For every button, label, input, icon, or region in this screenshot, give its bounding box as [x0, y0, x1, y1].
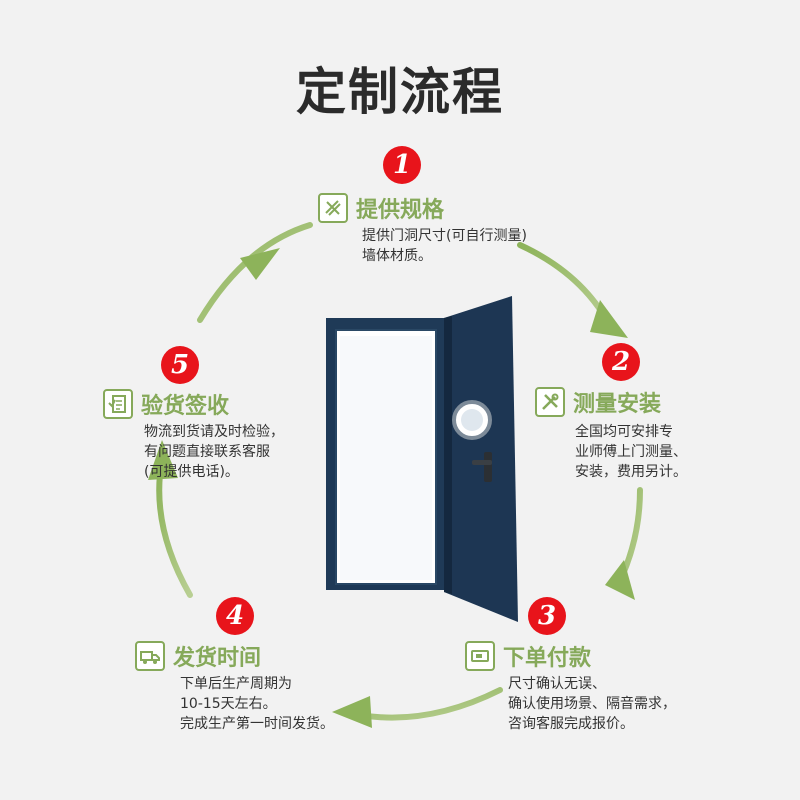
step-2-line-1: 全国均可安排专	[575, 424, 673, 440]
step-5-line-1: 物流到货请及时检验，	[144, 424, 284, 440]
arrowhead-3	[605, 560, 635, 600]
step-3-line-2: 确认使用场景、隔音需求，	[508, 696, 676, 712]
step-4-heading: 发货时间	[135, 640, 261, 672]
wrench-tools-icon	[535, 387, 565, 417]
page-title: 定制流程	[296, 63, 504, 121]
step-5-heading: 验货签收	[103, 388, 229, 420]
step-4-title: 发货时间	[173, 646, 262, 671]
step-4-line-1: 下单后生产周期为	[180, 676, 292, 692]
step-5-line-2: 有问题直接联系客服	[144, 444, 270, 460]
step-2-description: 全国均可安排专 业师傅上门测量、 安装，费用另计。	[575, 422, 687, 482]
step-1-title: 提供规格	[356, 198, 445, 223]
receipt-check-icon	[103, 389, 133, 419]
step-3-line-1: 尺寸确认无误、	[508, 676, 606, 692]
step-1-line-2: 墙体材质。	[362, 248, 432, 264]
step-5-line-3: (可提供电话)。	[144, 464, 239, 480]
step-3-title: 下单付款	[503, 646, 592, 671]
arrowhead-4	[332, 696, 372, 728]
step-1-number-badge: 1	[383, 146, 421, 184]
step-1-line-1: 提供门洞尺寸(可自行测量)	[362, 228, 527, 244]
step-2-number-badge: 2	[602, 343, 640, 381]
step-3-heading: 下单付款	[465, 640, 591, 672]
step-4-line-2: 10-15天左右。	[180, 696, 277, 712]
step-5-description: 物流到货请及时检验， 有问题直接联系客服 (可提供电话)。	[144, 422, 284, 482]
step-2-title: 测量安装	[573, 392, 662, 417]
arrowhead-2	[590, 300, 628, 338]
arrowhead-5	[148, 440, 178, 480]
step-1-description: 提供门洞尺寸(可自行测量) 墙体材质。	[362, 226, 527, 266]
delivery-truck-icon	[135, 641, 165, 671]
step-5-number-badge: 5	[161, 346, 199, 384]
ruler-tools-icon	[318, 193, 348, 223]
step-5-title: 验货签收	[141, 394, 230, 419]
step-3-line-3: 咨询客服完成报价。	[508, 716, 634, 732]
step-2-line-3: 安装，费用另计。	[575, 464, 687, 480]
step-4-description: 下单后生产周期为 10-15天左右。 完成生产第一时间发货。	[180, 674, 334, 734]
payment-card-icon	[465, 641, 495, 671]
step-1-heading: 提供规格	[318, 192, 444, 224]
door-illustration	[326, 296, 518, 622]
step-2-line-2: 业师傅上门测量、	[575, 444, 687, 460]
step-4-line-3: 完成生产第一时间发货。	[180, 716, 334, 732]
step-3-number-badge: 3	[528, 597, 566, 635]
step-3-description: 尺寸确认无误、 确认使用场景、隔音需求， 咨询客服完成报价。	[508, 674, 676, 734]
step-2-heading: 测量安装	[535, 386, 661, 418]
arrowhead-1	[240, 248, 280, 280]
step-4-number-badge: 4	[216, 597, 254, 635]
